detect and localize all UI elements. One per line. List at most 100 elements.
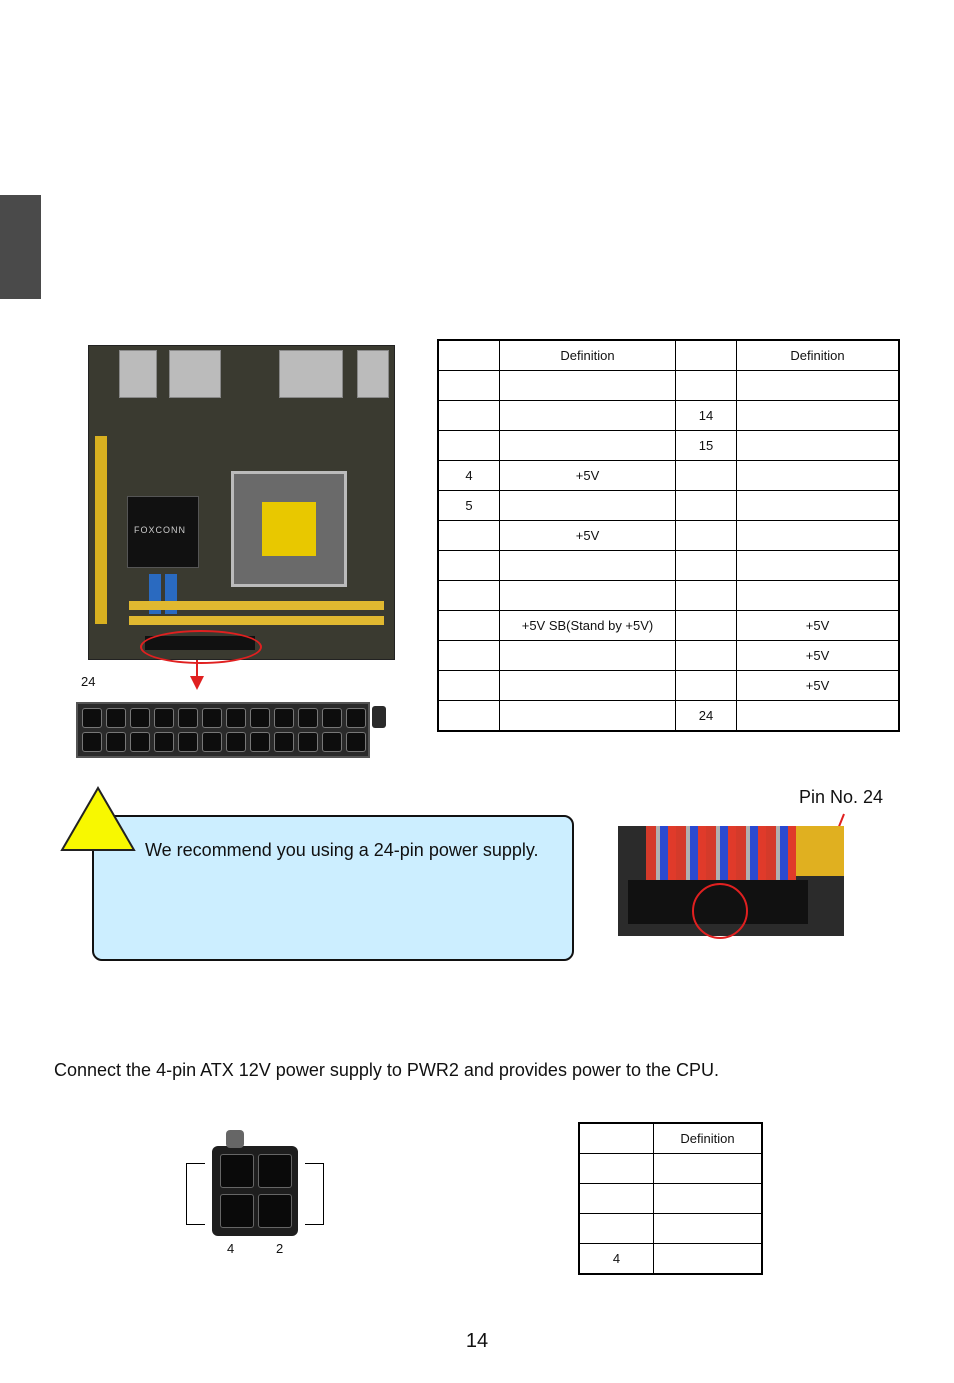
table-cell	[675, 490, 737, 521]
table-cell	[675, 610, 737, 641]
table-cell	[675, 520, 737, 551]
table-row	[437, 550, 900, 581]
connector-24pin-image	[76, 702, 386, 758]
chipset-label: FOXCONN	[134, 525, 186, 535]
table-cell	[499, 580, 676, 611]
table-cell: +5V SB(Stand by +5V)	[499, 610, 676, 641]
table-cell: 4	[578, 1243, 654, 1275]
connector-pin	[258, 1154, 292, 1188]
bracket-right	[305, 1163, 324, 1225]
table-cell	[675, 550, 737, 581]
table-cell	[675, 370, 737, 401]
connector-pin	[220, 1154, 254, 1188]
table-cell	[499, 400, 676, 431]
table-cell	[499, 430, 676, 461]
table-cell	[675, 580, 737, 611]
pin-2-label: 2	[276, 1241, 284, 1256]
table-row: 14	[437, 400, 900, 431]
table-cell	[499, 640, 676, 671]
chipset: FOXCONN	[127, 496, 199, 568]
power-wires	[646, 826, 796, 882]
warning-icon	[60, 786, 136, 851]
table-cell	[653, 1243, 763, 1275]
table-cell	[736, 460, 900, 491]
table-row: 24	[437, 700, 900, 732]
highlight-ellipse	[140, 630, 262, 664]
table-cell	[653, 1213, 763, 1244]
notice-text: We recommend you using a 24-pin power su…	[145, 840, 539, 860]
arrow-down-icon	[190, 676, 204, 690]
pin-4-label: 4	[227, 1241, 235, 1256]
table-row	[437, 580, 900, 611]
table-cell	[653, 1153, 763, 1184]
table-cell	[578, 1153, 654, 1184]
bracket-left	[186, 1163, 205, 1225]
table-cell	[675, 670, 737, 701]
table-row	[578, 1213, 763, 1244]
connector-photo	[618, 826, 844, 936]
table-cell: +5V	[499, 520, 676, 551]
table-cell	[437, 640, 500, 671]
connector-pin	[258, 1194, 292, 1228]
header-cell	[437, 339, 500, 371]
table-cell	[437, 430, 500, 461]
table-cell	[499, 700, 676, 732]
header-cell	[578, 1122, 654, 1154]
table-row: 4	[578, 1243, 763, 1275]
table-cell	[437, 670, 500, 701]
connector-4pin-image	[212, 1130, 298, 1236]
table-cell: 15	[675, 430, 737, 461]
chapter-side-tab	[0, 195, 41, 299]
table-header-row: Definition	[578, 1122, 763, 1154]
pcie-slot	[95, 436, 107, 624]
table-row	[437, 370, 900, 401]
table-cell	[653, 1183, 763, 1214]
table-cell	[437, 700, 500, 732]
motherboard-image: FOXCONN	[88, 345, 395, 660]
table-cell	[499, 490, 676, 521]
table-cell	[736, 520, 900, 551]
table-cell	[437, 580, 500, 611]
table-cell: 24	[675, 700, 737, 732]
table-cell	[437, 610, 500, 641]
pin-definition-table-4: Definition 4	[578, 1122, 763, 1275]
table-cell	[736, 400, 900, 431]
table-cell	[736, 430, 900, 461]
table-row	[578, 1183, 763, 1214]
header-cell: Definition	[499, 339, 676, 371]
table-row: +5V SB(Stand by +5V)+5V	[437, 610, 900, 641]
table-cell	[736, 490, 900, 521]
notice-box	[92, 815, 574, 961]
pin-definition-table-24: Definition Definition 14 15 4+5V 5 +5V +…	[437, 339, 900, 732]
table-header-row: Definition Definition	[437, 339, 900, 371]
table-cell	[437, 370, 500, 401]
io-port	[357, 350, 389, 398]
dimm-slot	[129, 616, 384, 625]
table-cell	[437, 400, 500, 431]
table-cell	[499, 550, 676, 581]
table-cell	[736, 580, 900, 611]
table-cell	[499, 670, 676, 701]
socket-cover	[262, 502, 316, 556]
table-cell	[736, 700, 900, 732]
cpu-socket	[231, 471, 347, 587]
header-cell	[675, 339, 737, 371]
header-cell: Definition	[736, 339, 900, 371]
table-row	[578, 1153, 763, 1184]
table-cell	[437, 550, 500, 581]
arrow-line	[196, 660, 198, 678]
table-cell: 5	[437, 490, 500, 521]
pin-no-label: Pin No. 24	[799, 787, 884, 807]
table-cell	[437, 520, 500, 551]
io-port	[169, 350, 221, 398]
table-cell	[578, 1213, 654, 1244]
table-row: 15	[437, 430, 900, 461]
photo-highlight-circle	[692, 883, 748, 939]
connector-latch	[372, 706, 386, 728]
table-cell: +5V	[499, 460, 676, 491]
table-cell: 4	[437, 460, 500, 491]
connector-pins	[82, 708, 366, 752]
table-row: +5V	[437, 670, 900, 701]
table-cell: 14	[675, 400, 737, 431]
table-row: +5V	[437, 640, 900, 671]
